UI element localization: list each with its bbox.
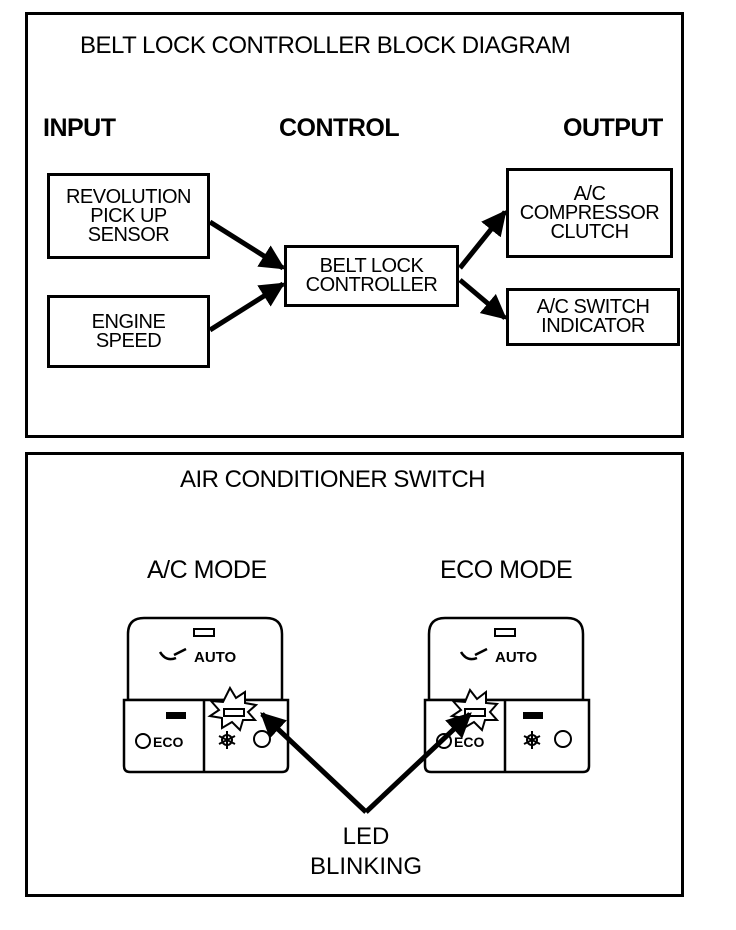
ac-led-icon (223, 708, 245, 717)
revolution-sensor-label: REVOLUTION PICK UP SENSOR (65, 185, 192, 246)
eco-text: ECO (153, 734, 183, 750)
arrow-controller-to-clutch (458, 210, 507, 270)
switch-indicator-block: A/C SWITCH INDICATOR (506, 288, 680, 346)
ac-indicator-icon (523, 712, 543, 719)
ac-mode-switch: AUTO ECO (122, 616, 290, 774)
switch-section-title: AIR CONDITIONER SWITCH (180, 466, 486, 493)
snowflake-icon (523, 731, 541, 749)
block-diagram-title: BELT LOCK CONTROLLER BLOCK DIAGRAM (80, 32, 571, 59)
eco-text: ECO (454, 734, 484, 750)
compressor-clutch-label: A/C COMPRESSOR CLUTCH (519, 182, 660, 243)
snowflake-icon (218, 731, 236, 749)
revolution-sensor-block: REVOLUTION PICK UP SENSOR (47, 173, 210, 259)
eco-mode-label: ECO MODE (440, 556, 573, 584)
engine-speed-label: ENGINE SPEED (91, 310, 166, 352)
arrow-speed-to-controller (208, 281, 286, 333)
ac-button-icon (253, 730, 271, 748)
eco-indicator-icon (166, 712, 186, 719)
arrow-to-ac-led (260, 712, 368, 814)
led-blinking-label: LED BLINKING (309, 823, 423, 880)
arrow-sensor-to-controller (208, 219, 286, 271)
auto-indicator-icon (494, 628, 516, 637)
eco-button-icon (135, 733, 151, 749)
switch-indicator-label: A/C SWITCH INDICATOR (536, 296, 650, 337)
input-heading: INPUT (43, 114, 116, 142)
fan-airflow-icon (158, 647, 187, 661)
auto-text: AUTO (194, 649, 237, 666)
ac-mode-label: A/C MODE (147, 556, 267, 584)
auto-text: AUTO (495, 649, 538, 666)
arrow-to-eco-led (364, 712, 472, 814)
belt-lock-controller-label: BELT LOCK CONTROLLER (305, 255, 438, 296)
fan-airflow-icon (459, 647, 488, 661)
compressor-clutch-block: A/C COMPRESSOR CLUTCH (506, 168, 673, 258)
belt-lock-controller-block: BELT LOCK CONTROLLER (284, 245, 459, 307)
output-heading: OUTPUT (563, 114, 663, 142)
eco-mode-switch: AUTO ECO (423, 616, 591, 774)
auto-indicator-icon (193, 628, 215, 637)
arrow-controller-to-indicator (458, 278, 507, 320)
control-heading: CONTROL (279, 114, 400, 142)
ac-button-icon (554, 730, 572, 748)
engine-speed-block: ENGINE SPEED (47, 295, 210, 368)
